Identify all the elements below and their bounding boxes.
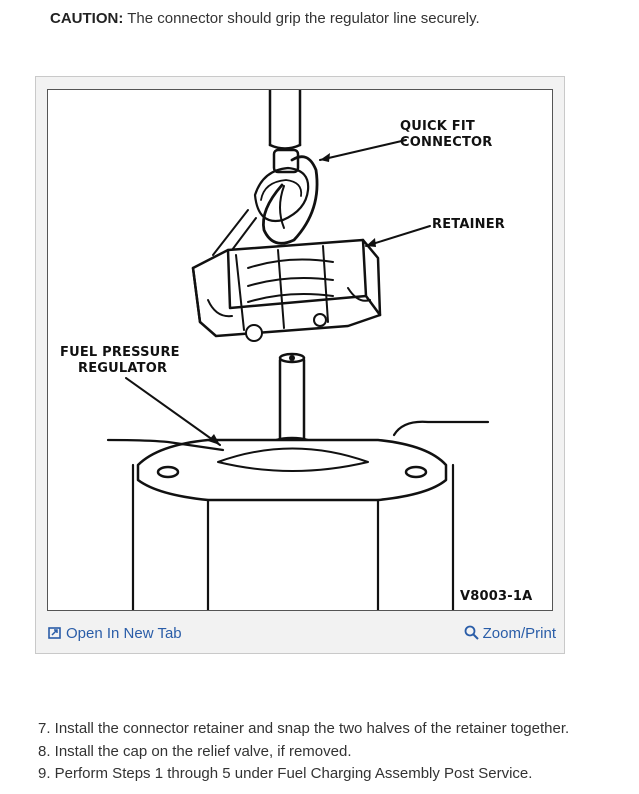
zoom-print-label: Zoom/Print [482, 625, 556, 642]
caution-label: CAUTION: [50, 10, 124, 27]
open-new-tab-label: Open In New Tab [66, 625, 182, 642]
diagram-image: QUICK FIT CONNECTOR RETAINER FUEL PRESSU… [47, 89, 553, 611]
zoom-print-link[interactable]: Zoom/Print [464, 625, 556, 644]
steps-list: 7. Install the connector retainer and sn… [38, 718, 569, 786]
caution-note: CAUTION: The connector should grip the r… [50, 10, 480, 27]
figure-actions: Open In New Tab Zoom/Print [36, 611, 564, 653]
label-regulator: REGULATOR [78, 361, 167, 376]
caution-text: The connector should grip the regulator … [123, 10, 480, 27]
list-item: 7. Install the connector retainer and sn… [38, 720, 570, 737]
figure-container: QUICK FIT CONNECTOR RETAINER FUEL PRESSU… [35, 76, 565, 654]
open-new-tab-link[interactable]: Open In New Tab [48, 625, 182, 644]
label-retainer: RETAINER [432, 217, 505, 232]
label-connector: CONNECTOR [400, 135, 493, 150]
magnifier-icon [464, 625, 479, 644]
list-item: 9. Perform Steps 1 through 5 under Fuel … [38, 765, 533, 782]
fuel-regulator-illustration: QUICK FIT CONNECTOR RETAINER FUEL PRESSU… [60, 90, 532, 610]
open-new-tab-icon [48, 626, 62, 644]
figure-code: V8003-1A [460, 589, 532, 604]
label-fuel-pressure: FUEL PRESSURE [60, 345, 180, 360]
list-item: 8. Install the cap on the relief valve, … [38, 742, 352, 760]
label-quick-fit: QUICK FIT [400, 119, 475, 134]
